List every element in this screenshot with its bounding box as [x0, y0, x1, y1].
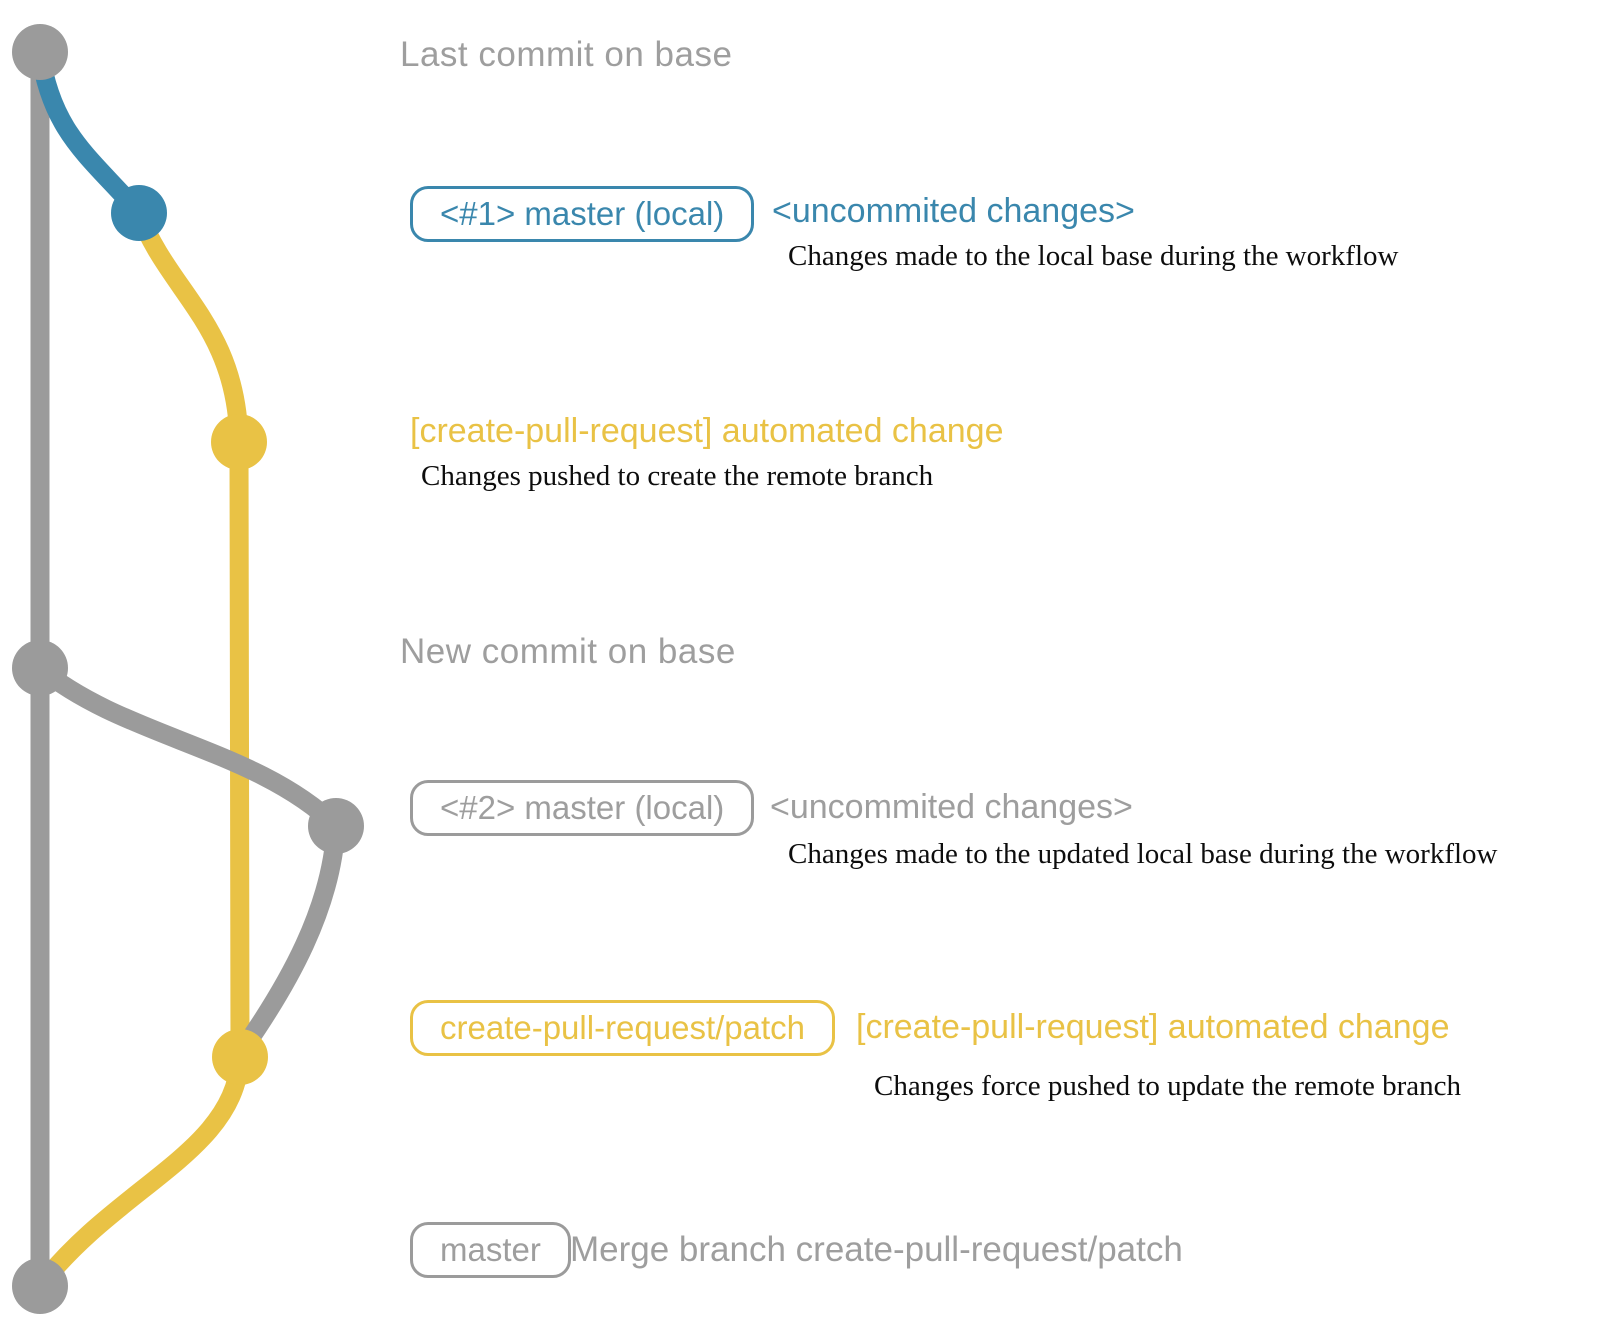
- commit-dot-autocommit-1: [211, 414, 267, 470]
- message-branch1-uncommited-changes: <uncommited changes>: [772, 192, 1135, 230]
- commit-dot-branch1-head: [111, 185, 167, 241]
- description-autocommit1: Changes pushed to create the remote bran…: [421, 460, 934, 492]
- label-new-commit-on-base: New commit on base: [400, 632, 736, 671]
- description-branch1: Changes made to the local base during th…: [788, 240, 1399, 272]
- merge-curve: [30, 1047, 250, 1296]
- branch1-curve: [30, 42, 149, 223]
- message-merge-branch: Merge branch create-pull-request/patch: [570, 1230, 1183, 1269]
- commit-dot-last-base: [12, 24, 68, 80]
- badge-branch2-master-local: <#2> master (local): [410, 780, 755, 836]
- message-autocommit1: [create-pull-request] automated change: [410, 412, 1004, 450]
- branch2-out-curve: [30, 658, 346, 836]
- commit-dot-merge: [12, 1258, 68, 1314]
- remote-branch-line: [229, 432, 250, 1067]
- branch2-in-curve: [231, 816, 346, 1062]
- message-autocommit2: [create-pull-request] automated change: [856, 1008, 1450, 1046]
- description-branch2: Changes made to the updated local base d…: [788, 838, 1498, 870]
- message-branch2-uncommited-changes: <uncommited changes>: [770, 788, 1133, 826]
- badge-branch1-master-local: <#1> master (local): [410, 186, 755, 242]
- commit-dot-branch2-head: [308, 798, 364, 854]
- description-autocommit2: Changes force pushed to update the remot…: [874, 1070, 1462, 1102]
- autocommit1-curve: [129, 203, 249, 452]
- label-last-commit-on-base: Last commit on base: [400, 35, 733, 74]
- commit-dot-new-base: [12, 640, 68, 696]
- commit-dot-autocommit-2: [212, 1029, 268, 1085]
- badge-create-pull-request-patch: create-pull-request/patch: [410, 1000, 836, 1056]
- badge-master: master: [410, 1222, 571, 1278]
